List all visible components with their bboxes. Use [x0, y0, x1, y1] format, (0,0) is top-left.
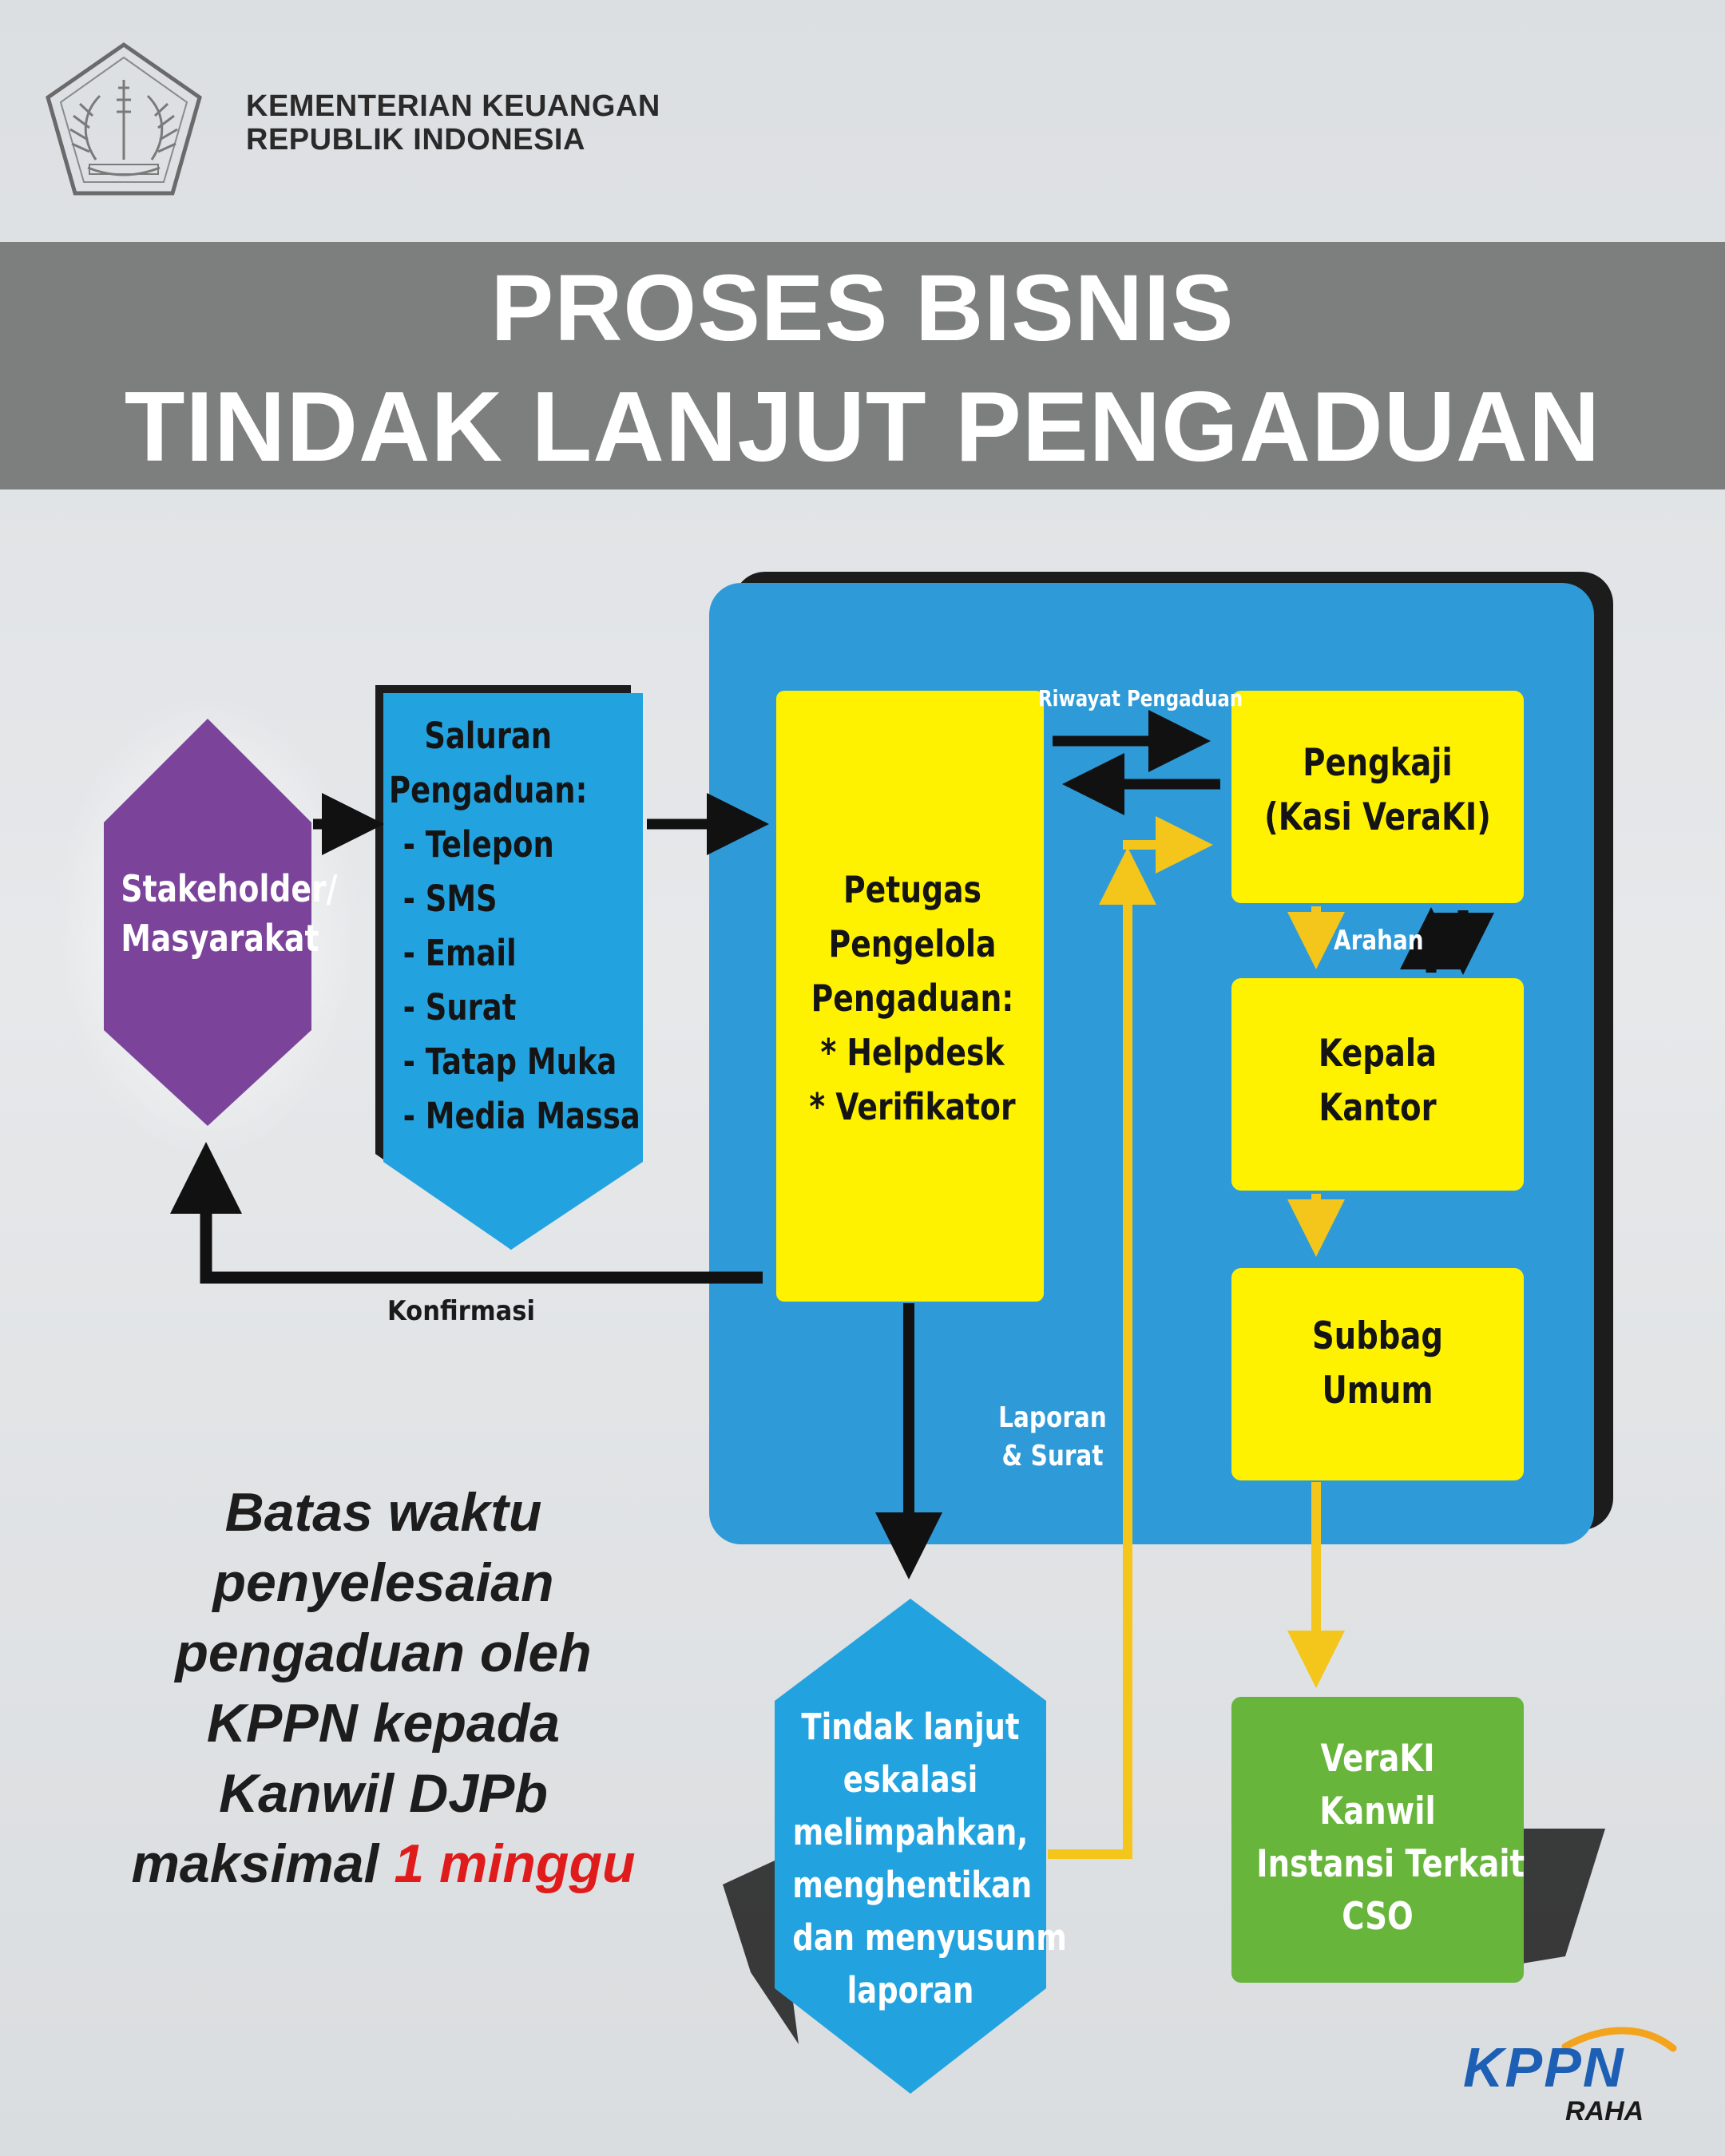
saluran-item: - Media Massa: [402, 1095, 640, 1137]
petugas-line: Pengaduan:: [811, 977, 1014, 1020]
kppn-logo-sub: RAHA: [1565, 2096, 1644, 2126]
arahan-label: Arahan: [1334, 925, 1424, 957]
arrow-konfirmasi: [170, 1142, 763, 1284]
note-line: penyelesaian: [212, 1552, 554, 1613]
kepala-label: Kepala Kantor: [1256, 1027, 1498, 1135]
pengkaji-line: (Kasi VeraKI): [1264, 795, 1491, 839]
stakeholder-line: Masyarakat: [121, 917, 319, 960]
arrow-tindak-pengkaji: [1048, 847, 1156, 1859]
org-name-line-2: REPUBLIK INDONESIA: [246, 123, 585, 157]
tindak-line: menghentikan: [792, 1864, 1033, 1906]
laporan-label: Laporan & Surat: [993, 1399, 1112, 1476]
tindak-line: dan menyusunm: [792, 1916, 1067, 1959]
note-line: KPPN kepada: [206, 1693, 561, 1754]
subbag-line: Subbag: [1312, 1314, 1443, 1358]
petugas-line: Pengelola: [828, 922, 997, 965]
kppn-logo-brand: KPPN: [1463, 2036, 1624, 2099]
veraki-line: Instansi Terkait: [1256, 1842, 1525, 1886]
kppn-logo: KPPN RAHA: [1463, 2027, 1677, 2126]
saluran-list: - Telepon - SMS - Email - Surat - Tatap …: [383, 818, 640, 1143]
petugas-box: [776, 691, 1044, 1302]
saluran-item: - Surat: [402, 986, 517, 1028]
note-prefix: maksimal: [131, 1833, 395, 1894]
petugas-line: Petugas: [843, 868, 982, 911]
pengkaji-line: Pengkaji: [1303, 741, 1453, 785]
saluran-item: - Telepon: [402, 823, 554, 866]
petugas-line: * Verifikator: [809, 1085, 1016, 1128]
kepala-line: Kepala: [1318, 1032, 1438, 1076]
veraki-line: CSO: [1342, 1895, 1414, 1939]
veraki-label: VeraKI Kanwil Instansi Terkait CSO: [1256, 1733, 1525, 1944]
page-title-line-2: TINDAK LANJUT PENGADUAN: [124, 372, 1601, 482]
stakeholder-line: Stakeholder/: [121, 867, 338, 910]
veraki-line: Kanwil: [1319, 1789, 1436, 1833]
stakeholder-label: Stakeholder/ Masyarakat: [121, 864, 338, 963]
tindak-line: Tindak lanjut: [801, 1706, 1020, 1748]
veraki-box: [1231, 1697, 1524, 1983]
riwayat-label: Riwayat Pengaduan: [1038, 685, 1243, 711]
title-banner: [0, 242, 1725, 489]
subbag-line: Umum: [1322, 1369, 1434, 1413]
subbag-box: [1231, 1268, 1524, 1480]
stakeholder-hexagon: [104, 719, 311, 1126]
laporan-line: Laporan: [998, 1401, 1107, 1434]
tindak-label: Tindak lanjut eskalasi melimpahkan, meng…: [792, 1701, 1067, 2017]
pengkaji-label: Pengkaji (Kasi VeraKI): [1256, 736, 1498, 845]
note-line-last: maksimal 1 minggu: [112, 1829, 655, 1899]
kepala-line: Kantor: [1319, 1086, 1437, 1130]
pengkaji-box: [1231, 691, 1524, 903]
saluran-heading: Pengaduan:: [389, 769, 588, 811]
note-line: pengaduan oleh: [175, 1623, 592, 1683]
petugas-line: * Helpdesk: [820, 1031, 1005, 1074]
saluran-item: - Tatap Muka: [402, 1040, 617, 1083]
veraki-line: VeraKI: [1320, 1737, 1435, 1781]
laporan-line: & Surat: [1001, 1440, 1104, 1472]
page-title-line-1: PROSES BISNIS: [490, 256, 1235, 361]
saluran-item: - SMS: [402, 878, 498, 920]
deadline-note: Batas waktu penyelesaian pengaduan oleh …: [112, 1477, 655, 1899]
konfirmasi-label: Konfirmasi: [387, 1295, 535, 1327]
tindak-line: eskalasi: [843, 1758, 978, 1801]
note-line: Batas waktu: [224, 1482, 542, 1543]
saluran-heading: Saluran: [424, 715, 553, 757]
tindak-line: laporan: [847, 1969, 974, 2011]
org-name-line-1: KEMENTERIAN KEUANGAN: [246, 89, 660, 123]
tindak-line: melimpahkan,: [792, 1811, 1029, 1853]
saluran-label: Saluran Pengaduan: - Telepon - SMS - Ema…: [383, 709, 640, 1143]
kepala-box: [1231, 978, 1524, 1191]
saluran-item: - Email: [402, 932, 517, 974]
kemenkeu-seal-icon: [46, 42, 202, 196]
subbag-label: Subbag Umum: [1256, 1310, 1498, 1418]
note-line: Kanwil DJPb: [219, 1763, 548, 1824]
petugas-label: Petugas Pengelola Pengaduan: * Helpdesk …: [799, 862, 1025, 1134]
note-highlight: 1 minggu: [394, 1833, 636, 1894]
tindak-hexagon: [775, 1599, 1046, 2094]
saluran-shape: [383, 693, 643, 1250]
